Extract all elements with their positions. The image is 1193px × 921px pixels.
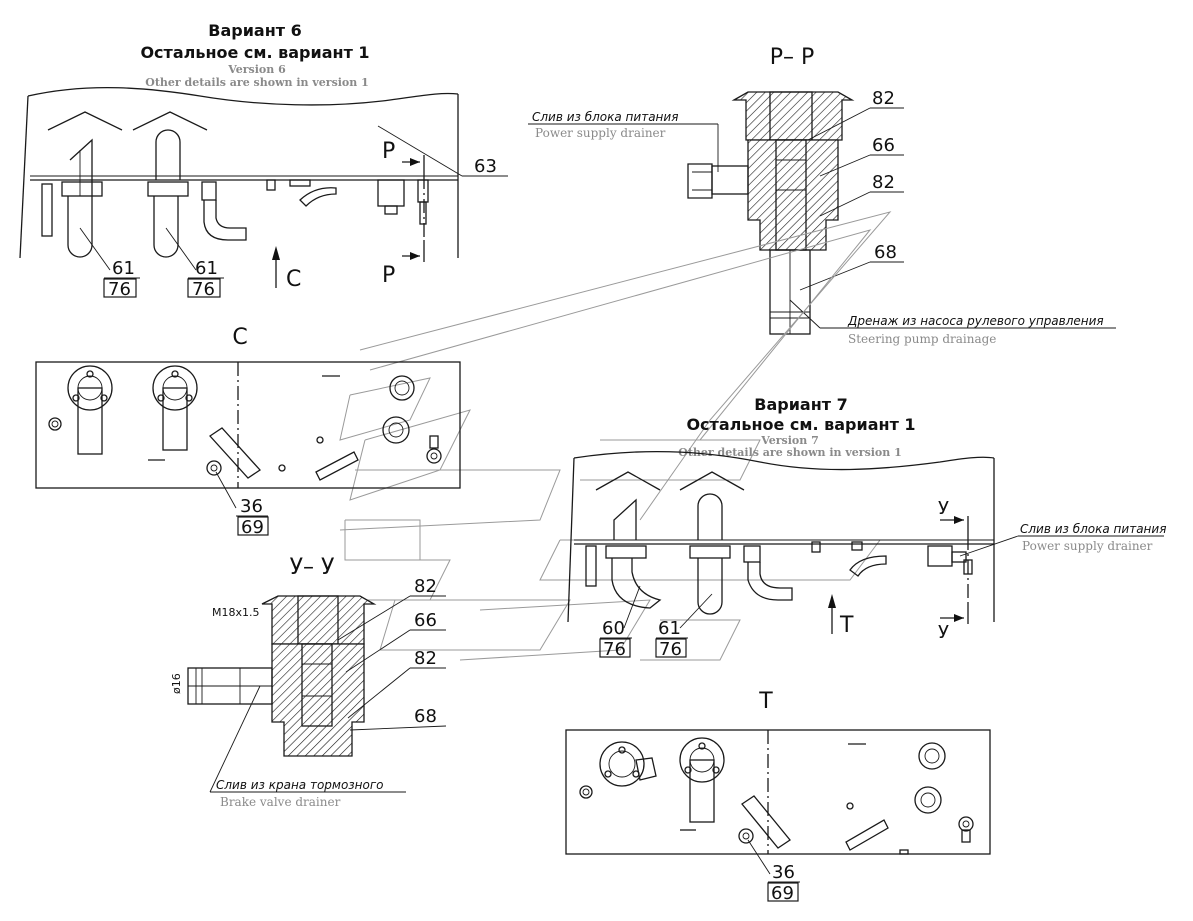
variant7-subtitle-ru: Остальное см. вариант 1	[686, 415, 915, 434]
v7-drain-en: Power supply drainer	[1022, 539, 1153, 553]
t-callout-36: 36	[772, 862, 795, 883]
pp-callout-82-a: 82	[872, 88, 895, 109]
variant7-front-view: У У Слив из блока питания Power supply d…	[567, 450, 1166, 660]
section-mark-p-bottom: Р	[382, 263, 395, 288]
v7-callout-60: 60	[602, 618, 625, 639]
pp-drain-en: Power supply drainer	[535, 126, 666, 140]
pp-pump-en: Steering pump drainage	[848, 332, 996, 346]
yy-callout-66: 66	[414, 610, 437, 631]
yy-callout-68: 68	[414, 706, 437, 727]
variant7-title-ru: Вариант 7	[754, 395, 847, 414]
v7-callout-76-b: 76	[659, 639, 682, 660]
variant6-header: Вариант 6 Остальное см. вариант 1 Versio…	[140, 21, 369, 89]
callout-76-b: 76	[192, 279, 215, 300]
view-arrow-c: С	[286, 267, 301, 292]
yy-diameter: ø16	[170, 673, 183, 694]
section-mark-y-bottom: У	[938, 622, 949, 643]
section-pp: Р– Р Слив из блока питания Power supply …	[528, 45, 1116, 346]
yy-callout-82-a: 82	[414, 576, 437, 597]
callout-61-a: 61	[112, 258, 135, 279]
yy-drain-ru: Слив из крана тормозного	[216, 778, 384, 792]
watermark-graphic	[339, 211, 892, 661]
section-yy: У– У M18x1.5 ø16 82 66 82 68 Слив из кра…	[170, 555, 447, 809]
pp-pump-ru: Дренаж из насоса рулевого управления	[847, 314, 1104, 328]
variant6-title-ru: Вариант 6	[208, 21, 301, 40]
pp-callout-68: 68	[874, 242, 897, 263]
c-callout-36: 36	[240, 496, 263, 517]
v7-callout-76-a: 76	[603, 639, 626, 660]
pp-drain-ru: Слив из блока питания	[532, 110, 678, 124]
section-yy-title: У– У	[290, 555, 335, 580]
view-t: Т 36	[565, 689, 991, 904]
variant6-front-view: Р Р С 63 61 76 61 76	[19, 86, 508, 300]
v7-drain-ru: Слив из блока питания	[1020, 522, 1166, 536]
pp-callout-66: 66	[872, 135, 895, 156]
variant6-subtitle-ru: Остальное см. вариант 1	[140, 43, 369, 62]
callout-63: 63	[474, 156, 497, 177]
section-mark-y-top: У	[938, 498, 949, 519]
c-callout-69: 69	[241, 517, 264, 538]
variant6-subtitle-en: Other details are shown in version 1	[145, 76, 369, 89]
v7-callout-61: 61	[658, 618, 681, 639]
variant7-title-en: Version 7	[760, 434, 819, 447]
callout-76-a: 76	[108, 279, 131, 300]
view-arrow-t: Т	[839, 613, 854, 638]
yy-drain-en: Brake valve drainer	[220, 795, 341, 809]
section-pp-title: Р– Р	[770, 45, 815, 70]
view-c: С	[35, 325, 461, 538]
yy-callout-82-b: 82	[414, 648, 437, 669]
section-mark-p-top: Р	[382, 139, 395, 164]
variant7-header: Вариант 7 Остальное см. вариант 1 Versio…	[678, 395, 915, 459]
view-t-title: Т	[758, 689, 773, 714]
variant6-title-en: Version 6	[227, 63, 286, 76]
t-callout-69: 69	[771, 883, 794, 904]
pp-callout-82-b: 82	[872, 172, 895, 193]
callout-61-b: 61	[195, 258, 218, 279]
view-c-title: С	[232, 325, 247, 350]
yy-thread: M18x1.5	[212, 606, 260, 619]
variant7-subtitle-en: Other details are shown in version 1	[678, 446, 902, 459]
